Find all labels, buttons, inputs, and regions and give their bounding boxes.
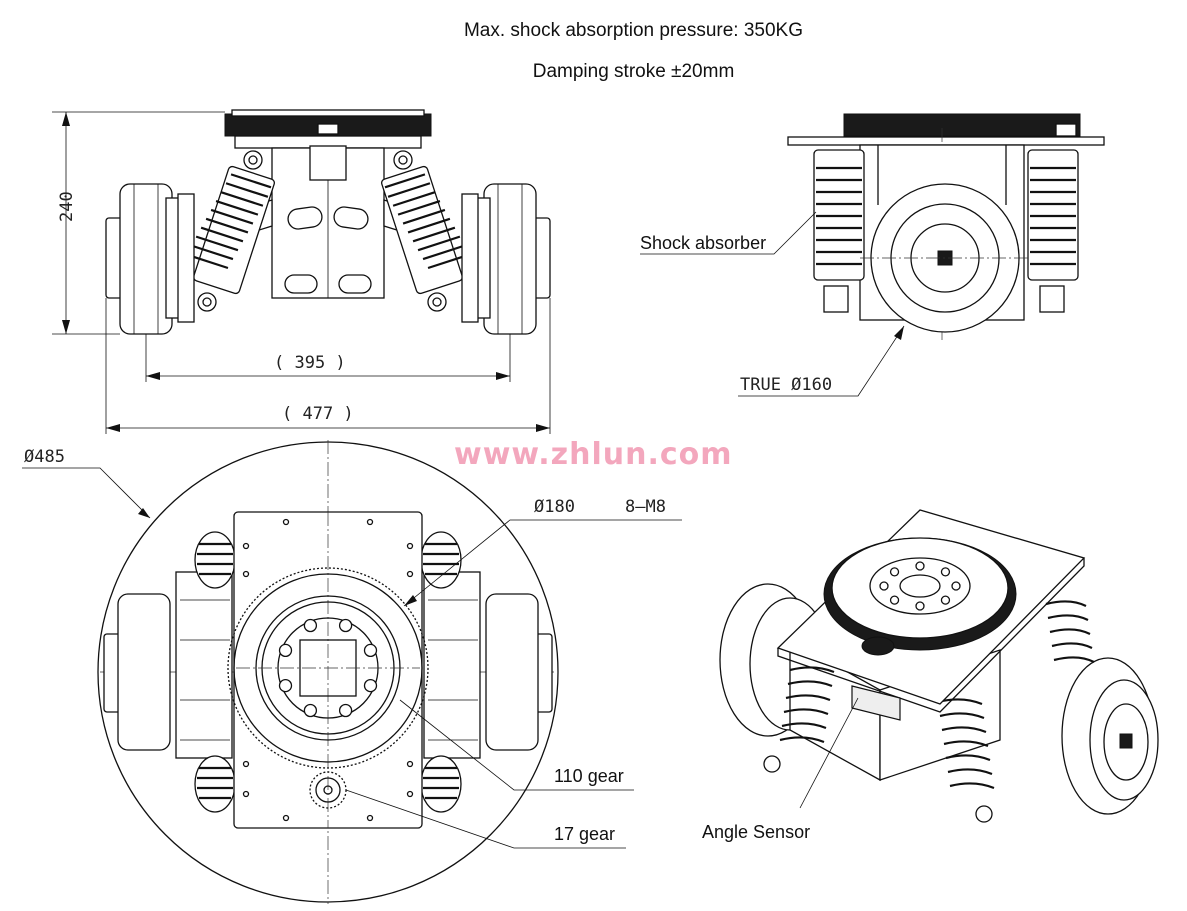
front-view: 240 ( 395 ) ( 477 ) xyxy=(52,109,551,434)
hole xyxy=(242,570,250,578)
hole xyxy=(278,678,293,693)
hole xyxy=(366,518,374,526)
hole xyxy=(879,581,889,591)
hole xyxy=(940,567,951,577)
dim-bolts: 8—M8 xyxy=(625,497,666,517)
spring-left-side xyxy=(813,149,865,313)
hole xyxy=(889,567,900,577)
wheel-left-front xyxy=(105,183,195,335)
hole xyxy=(406,570,414,578)
springs-iso xyxy=(763,600,1095,823)
hole xyxy=(338,703,353,718)
wheel-right-front xyxy=(461,183,551,335)
hole xyxy=(242,542,250,550)
gear-110 xyxy=(227,567,429,769)
hole xyxy=(940,595,951,605)
wheel-right-top xyxy=(485,593,539,751)
dim-bolt-circle: Ø180 xyxy=(534,497,575,517)
hole xyxy=(366,814,374,822)
hole xyxy=(242,790,250,798)
hole xyxy=(303,618,318,633)
wheel-side xyxy=(860,183,1030,333)
dim-overall-width: ( 477 ) xyxy=(282,404,354,424)
dim-wheel-diameter: TRUE Ø160 xyxy=(740,375,832,395)
top-view: Ø485 Ø180 8—M8 110 gear 17 gear xyxy=(22,440,682,904)
hole xyxy=(242,760,250,768)
hole xyxy=(303,703,318,718)
spring-left-front xyxy=(185,165,275,312)
hole xyxy=(406,790,414,798)
pinion-iso xyxy=(861,636,895,656)
dim-height: 240 xyxy=(57,191,77,222)
hole xyxy=(282,518,290,526)
spring-right-side xyxy=(1027,149,1079,313)
spring-tops xyxy=(194,531,462,813)
label-angle-sensor: Angle Sensor xyxy=(702,822,810,842)
hole xyxy=(915,561,925,571)
hole xyxy=(282,814,290,822)
dim-wheel-track: ( 395 ) xyxy=(274,353,346,373)
label-gear-110: 110 gear xyxy=(554,766,624,786)
hole xyxy=(406,760,414,768)
hole xyxy=(889,595,900,605)
hole xyxy=(915,601,925,611)
hole xyxy=(278,643,293,658)
iso-bolt-holes xyxy=(879,561,961,611)
side-view: Shock absorber TRUE Ø160 xyxy=(640,113,1105,397)
hole xyxy=(363,678,378,693)
wheel-left-top xyxy=(117,593,171,751)
title-stroke: Damping stroke ±20mm xyxy=(532,61,735,82)
label-gear-17: 17 gear xyxy=(554,824,615,844)
hole xyxy=(951,581,961,591)
watermark: www.zhlun.com xyxy=(454,437,733,472)
spring-right-front xyxy=(381,165,471,312)
title-pressure: Max. shock absorption pressure: 350KG xyxy=(463,20,803,41)
plate-holes xyxy=(242,518,414,822)
hole xyxy=(338,618,353,633)
dim-turning-circle: Ø485 xyxy=(24,447,65,467)
iso-view: Angle Sensor xyxy=(702,509,1159,842)
angle-sensor-iso xyxy=(851,685,901,721)
label-shock-absorber: Shock absorber xyxy=(640,233,766,253)
hole xyxy=(363,643,378,658)
slewing-ring-side xyxy=(843,113,1081,137)
bolt-holes-8xM8 xyxy=(278,618,378,718)
hole xyxy=(406,542,414,550)
